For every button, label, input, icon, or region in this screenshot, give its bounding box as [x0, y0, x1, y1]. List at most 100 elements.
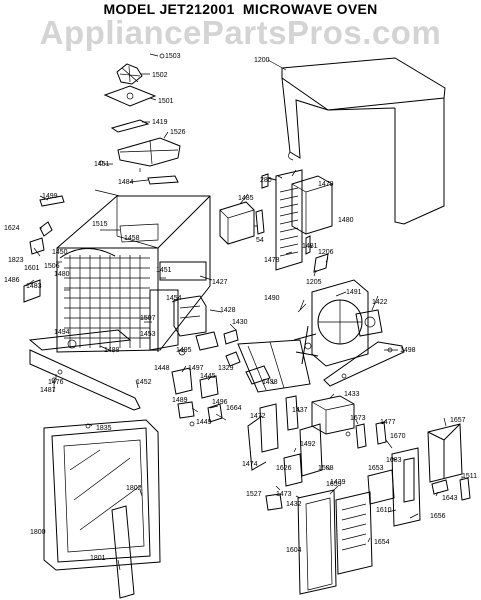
label-1483: 1483	[26, 283, 42, 290]
label-1451b: 1451	[156, 267, 172, 274]
label-1506: 1506	[44, 263, 60, 270]
label-1445: 1445	[200, 373, 216, 380]
label-1439: 1439	[330, 479, 346, 486]
label-1428: 1428	[220, 307, 236, 314]
label-1472: 1472	[250, 413, 266, 420]
label-1494: 1494	[54, 329, 70, 336]
label-1491: 1491	[346, 289, 362, 296]
label-1673: 1673	[350, 415, 366, 422]
label-1498: 1498	[400, 347, 416, 354]
oven-cavity	[56, 189, 211, 353]
side-bracket	[323, 341, 405, 387]
label-1604: 1604	[286, 547, 302, 554]
label-1449: 1449	[196, 419, 212, 426]
label-1670: 1670	[390, 433, 406, 440]
label-1481: 1481	[302, 243, 318, 250]
label-1683: 1683	[386, 457, 402, 464]
label-1438: 1438	[262, 379, 278, 386]
label-1497: 1497	[188, 365, 204, 372]
control-parts	[297, 421, 471, 595]
label-1624: 1624	[4, 225, 20, 232]
label-280: 280	[260, 177, 272, 184]
label-1485: 1485	[238, 195, 254, 202]
label-1527: 1527	[246, 491, 262, 498]
label-1489: 1489	[172, 397, 188, 404]
label-54: 54	[256, 237, 264, 244]
label-1610: 1610	[376, 507, 392, 514]
label-1499: 1499	[42, 193, 58, 200]
label-1643: 1643	[442, 495, 458, 502]
label-1654: 1654	[374, 539, 390, 546]
oven-door	[43, 419, 161, 599]
upper-right-components	[219, 169, 333, 273]
label-1448: 1448	[154, 365, 170, 372]
label-1430: 1430	[232, 319, 248, 326]
part-labels: 1200 1503 1502 1501 1419 1526 1451 1484 …	[4, 53, 477, 562]
label-1480: 1480	[338, 217, 354, 224]
label-1511: 1511	[462, 473, 477, 480]
outer-cabinet	[281, 57, 446, 225]
label-1490: 1490	[264, 295, 280, 302]
label-1508: 1508	[318, 465, 334, 472]
label-1664: 1664	[226, 405, 242, 412]
label-1502: 1502	[152, 72, 168, 79]
label-1452: 1452	[136, 379, 152, 386]
label-1205: 1205	[306, 279, 322, 286]
label-1450: 1450	[52, 249, 68, 256]
label-1526: 1526	[170, 129, 186, 136]
latch-parts	[51, 351, 241, 423]
label-1206: 1206	[318, 249, 334, 256]
label-1432: 1432	[286, 501, 302, 508]
label-1496: 1496	[212, 399, 228, 406]
page-title: MODEL JET212001 MICROWAVE OVEN	[103, 1, 378, 17]
label-1835: 1835	[96, 425, 112, 432]
label-1657: 1657	[450, 417, 466, 424]
label-1427: 1427	[212, 279, 228, 286]
label-1487: 1487	[40, 387, 56, 394]
label-1484: 1484	[118, 179, 134, 186]
label-1477: 1477	[380, 419, 396, 426]
chassis-frame	[223, 329, 311, 393]
stirrer-assembly	[98, 53, 181, 185]
watermark-text: AppliancePartsPros.com	[39, 14, 442, 51]
label-1479: 1479	[318, 181, 334, 188]
label-1656: 1656	[430, 513, 446, 520]
label-1507: 1507	[140, 315, 156, 322]
label-1601: 1601	[24, 265, 40, 272]
label-1453: 1453	[140, 331, 156, 338]
label-1653: 1653	[368, 465, 384, 472]
transformer-parts	[245, 365, 355, 511]
label-1474: 1474	[242, 461, 258, 468]
label-1419: 1419	[152, 119, 168, 126]
label-1486: 1486	[4, 277, 20, 284]
left-side-parts	[23, 195, 141, 411]
label-1659: 1659	[326, 481, 342, 488]
label-1433: 1433	[344, 391, 360, 398]
label-1476: 1476	[48, 379, 64, 386]
label-1473: 1473	[276, 491, 292, 498]
label-1488: 1488	[104, 347, 120, 354]
label-1451: 1451	[94, 161, 110, 168]
label-1515: 1515	[92, 221, 108, 228]
label-1200: 1200	[254, 57, 270, 64]
label-1501: 1501	[158, 98, 174, 105]
label-1422: 1422	[372, 299, 388, 306]
label-1495: 1495	[176, 347, 192, 354]
label-1802: 1802	[126, 485, 142, 492]
label-1800: 1800	[30, 529, 46, 536]
label-1458: 1458	[124, 235, 140, 242]
label-1823: 1823	[8, 257, 24, 264]
label-1492: 1492	[300, 441, 316, 448]
label-1437: 1437	[292, 407, 308, 414]
label-1503: 1503	[165, 53, 181, 60]
label-1454: 1454	[166, 295, 182, 302]
label-1478: 1478	[264, 257, 280, 264]
leader-lines	[25, 53, 463, 571]
center-components	[171, 295, 219, 427]
label-1626: 1626	[276, 465, 292, 472]
label-1329: 1329	[218, 365, 234, 372]
label-1801: 1801	[90, 555, 106, 562]
fan-bracket	[293, 279, 383, 367]
label-1480a: 1480	[54, 271, 70, 278]
